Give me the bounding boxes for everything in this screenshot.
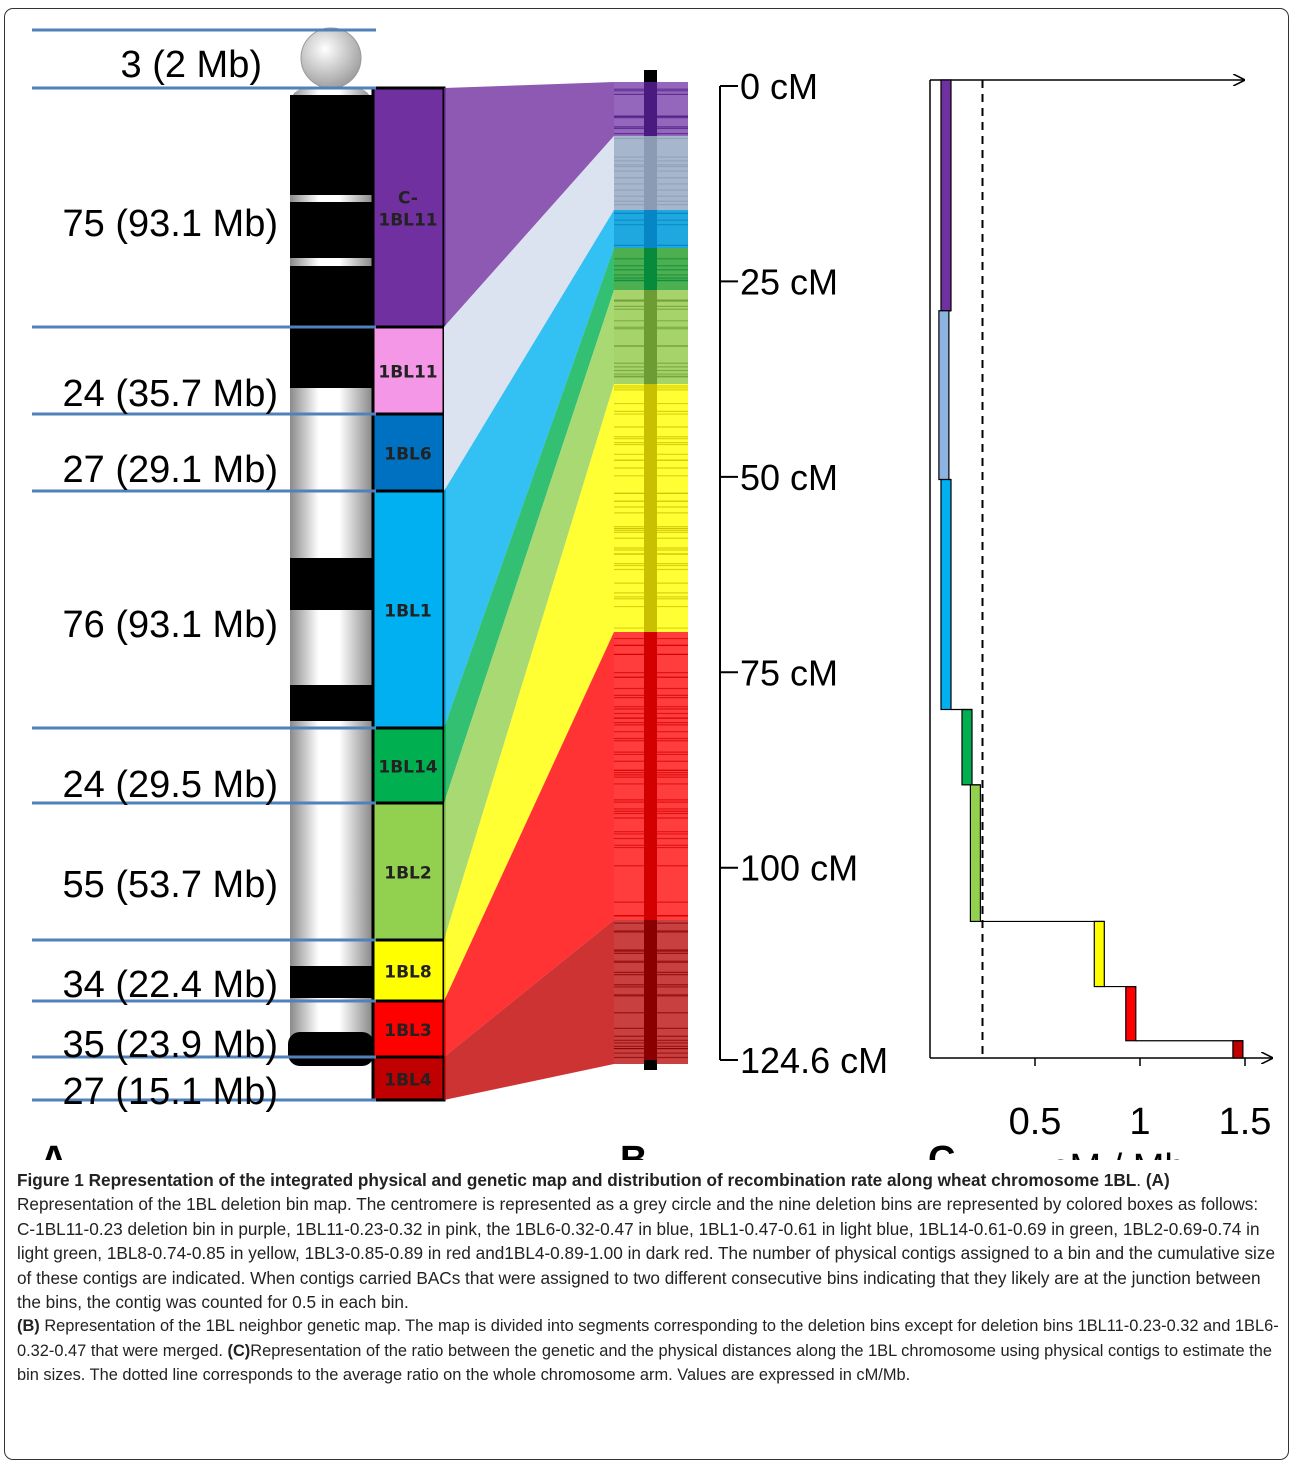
panel-a: C-1BL11 1BL11 1BL6 1BL1 1BL14 1BL2 1BL8 1BL3 1BL… [32, 27, 446, 1160]
bin-box [371, 489, 446, 730]
ruler-tick-label: 0 cM [740, 66, 818, 107]
figure-caption: Figure 1 Representation of the integrate… [17, 1168, 1279, 1388]
bin-contig-count: 35 (23.9 Mb) [63, 1024, 278, 1066]
x-axis-label: cM / Mb [1050, 1147, 1185, 1160]
bin-contig-count: 76 (93.1 Mb) [63, 604, 278, 646]
caption-title: Figure 1 Representation of the integrate… [17, 1170, 1137, 1190]
caption-b-text: Representation of the 1BL neighbor genet… [17, 1317, 1279, 1360]
bin-label: C-1BL11 [378, 189, 437, 231]
bin-connector [444, 920, 614, 1100]
centromere-label: 3 (2 Mb) [121, 44, 262, 86]
x-tick-label: 1 [1129, 1101, 1150, 1143]
panel-a-label: A [40, 1139, 67, 1160]
caption-a-text: Representation of the 1BL deletion bin m… [17, 1194, 1276, 1313]
bin-box [371, 938, 446, 1003]
bin-box [371, 325, 446, 416]
bin-label: 1BL3 [384, 1021, 431, 1041]
bin-contig-count: 24 (35.7 Mb) [63, 373, 278, 415]
bin-connector [444, 210, 614, 728]
bin-connector [444, 248, 614, 803]
bin-box [371, 801, 446, 942]
map-segment-core [644, 290, 657, 384]
caption-b-label: (B) [17, 1317, 40, 1336]
bin-box [371, 999, 446, 1059]
panel-b: 0 cM 25 cM 50 cM 75 cM 100 cM 124.6 cM B [614, 66, 888, 1160]
bin-contig-count: 27 (29.1 Mb) [63, 449, 278, 491]
panel-b-label: B [620, 1139, 647, 1160]
ratio-bar [1125, 985, 1137, 1042]
figure-graphic: C-1BL11 1BL11 1BL6 1BL1 1BL14 1BL2 1BL8 1BL3 1BL… [32, 27, 1293, 1160]
bin-label: 1BL8 [384, 963, 431, 983]
bin-contig-count: 55 (53.7 Mb) [63, 864, 278, 906]
map-segment-core [644, 82, 657, 136]
bin-connector [444, 136, 614, 491]
ruler-tick-label: 100 cM [740, 848, 858, 889]
panel-c-label: C [928, 1139, 955, 1160]
ratio-bar [940, 478, 952, 711]
map-segment-core [644, 210, 657, 248]
chromosome-bands [288, 95, 374, 1066]
map-bottom-cap [644, 1060, 657, 1070]
ratio-bar [961, 708, 973, 786]
caption-title-end: . [1136, 1170, 1142, 1190]
panel-c: 0.5 1 1.5 cM / Mb C [928, 80, 1272, 1160]
bin-label: 1BL11 [378, 363, 437, 383]
x-tick-label: 1.5 [1219, 1101, 1272, 1143]
bin-box [371, 86, 446, 329]
bin-connector [444, 384, 614, 1001]
ratio-bar [1093, 920, 1105, 988]
bin-label: 1BL1 [384, 602, 431, 622]
caption-c-label: (C) [227, 1341, 251, 1360]
ruler-tick-label: 124.6 cM [740, 1040, 888, 1081]
bin-contig-count: 24 (29.5 Mb) [63, 764, 278, 806]
ratio-bar [938, 310, 950, 481]
bin-contig-count: 75 (93.1 Mb) [63, 203, 278, 245]
bin-connector [444, 290, 614, 940]
ratio-bar [1232, 1040, 1244, 1059]
bin-connectors [444, 82, 614, 1100]
ruler-tick-label: 25 cM [740, 261, 838, 302]
bin-connector [444, 82, 614, 327]
ratio-bar [940, 79, 952, 312]
bin-label: 1BL4 [384, 1071, 432, 1091]
bin-connector [444, 632, 614, 1057]
bin-contig-count: 34 (22.4 Mb) [63, 964, 278, 1006]
centromere [300, 27, 362, 89]
bin-label: 1BL6 [384, 445, 431, 465]
map-top-cap [644, 70, 657, 82]
ruler-tick-label: 75 cM [740, 652, 838, 693]
ratio-bar [969, 784, 982, 923]
caption-c-text: Representation of the ratio between the … [17, 1341, 1272, 1385]
map-segment-core [644, 136, 657, 210]
x-tick-label: 0.5 [1009, 1101, 1062, 1143]
ruler-tick-label: 50 cM [740, 457, 838, 498]
bin-contig-count: 27 (15.1 Mb) [63, 1071, 278, 1113]
caption-a-label: (A) [1145, 1170, 1170, 1190]
bin-label: 1BL2 [384, 864, 431, 884]
bin-label: 1BL14 [378, 758, 437, 778]
